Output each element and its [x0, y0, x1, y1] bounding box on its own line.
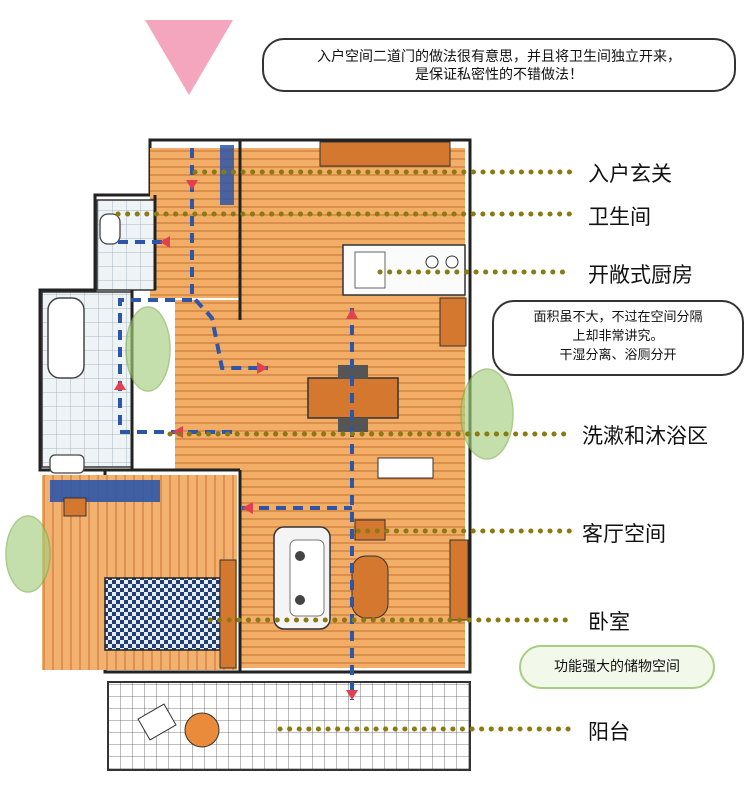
callout-entry-note: 入户空间二道门的做法很有意思，并且将卫生间独立开来， 是保证私密性的不错做法！ — [262, 38, 736, 92]
highlight-areas — [5, 306, 514, 593]
leader-lines — [115, 169, 575, 732]
label-bathroom: 卫生间 — [588, 205, 651, 229]
kitchen-shelf — [439, 297, 467, 347]
callout-top-line-2: 是保证私密性的不错做法！ — [415, 67, 583, 83]
path-arrows — [114, 180, 358, 700]
bedroom-desk — [50, 480, 160, 502]
callout-storage: 功能强大的储物空间 — [519, 645, 715, 689]
entry-cabinet — [319, 141, 451, 167]
tv-stand — [449, 539, 469, 621]
bed — [104, 577, 221, 651]
label-washing: 洗漱和沐浴区 — [582, 424, 708, 448]
callout-mid-line-2: 上却非常讲究。 — [572, 329, 664, 344]
label-balcony: 阳台 — [588, 720, 630, 744]
entry-marker — [145, 20, 233, 95]
corridor-floor — [175, 300, 245, 470]
bathtub — [47, 297, 85, 379]
sofa — [273, 526, 331, 630]
toilet — [99, 213, 121, 245]
label-entry: 入户玄关 — [588, 162, 672, 186]
callout-top-line-1: 入户空间二道门的做法很有意思，并且将卫生间独立开来， — [317, 49, 681, 65]
callout-mid-line-3: 干湿分离、浴厕分开 — [559, 348, 677, 363]
label-bedroom: 卧室 — [588, 610, 630, 634]
wardrobe — [219, 559, 237, 669]
label-living: 客厅空间 — [582, 522, 666, 546]
callout-mid-line-1: 面积虽不大，不过在空间分隔 — [533, 310, 703, 325]
wash-basin — [49, 454, 85, 474]
exterior-walls — [38, 138, 472, 674]
label-kitchen: 开敞式厨房 — [588, 263, 693, 287]
callout-bathroom-note: 面积虽不大，不过在空间分隔 上却非常讲究。 干湿分离、浴厕分开 — [492, 300, 744, 376]
circulation-path — [118, 148, 354, 700]
coffee-table — [351, 555, 389, 619]
